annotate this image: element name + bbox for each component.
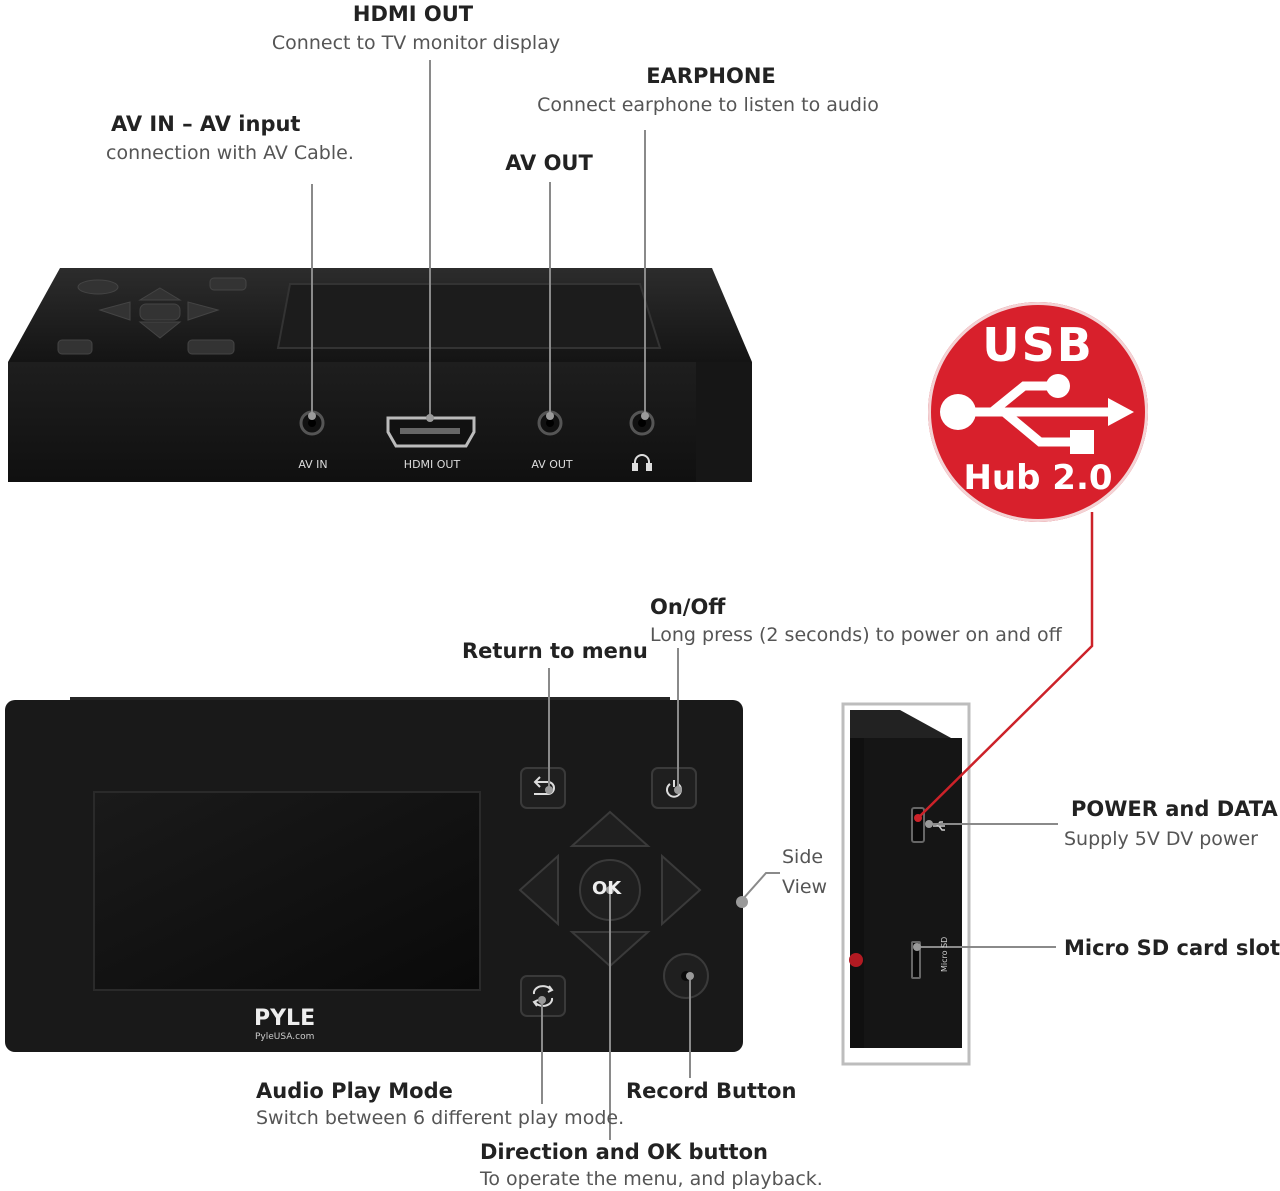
callout-dots [308,412,933,1004]
av-out-title: AV OUT [505,151,593,175]
micro-sd-title: Micro SD card slot [1064,936,1280,960]
usb-port [911,807,925,843]
brand-url: PyleUSA.com [255,1032,315,1042]
dpad-right-button[interactable] [661,853,702,927]
earphone-desc: Connect earphone to listen to audio [537,94,879,116]
hdmi-out-desc: Connect to TV monitor display [271,32,561,54]
power-icon [666,780,682,798]
av-in-title: AV IN – AV input [111,112,301,136]
power-button[interactable] [651,767,697,809]
hdmi-out-title: HDMI OUT [352,2,474,26]
dpad-up-button[interactable] [569,810,651,847]
usb-badge-top-text: USB [982,318,1094,372]
usb-callout-line [917,512,1094,819]
side-view-label-line2: View [782,876,828,898]
av-in-port [299,410,325,436]
direction-ok-desc: To operate the menu, and playback. [480,1168,823,1190]
power-data-desc: Supply 5V DV power [1064,828,1258,850]
on-off-desc: Long press (2 seconds) to power on and o… [650,624,1062,646]
usb-hub-badge: USB Hub 2.0 [928,302,1148,522]
dpad-left-button[interactable] [518,853,559,927]
bottom-device-top-ports [119,707,447,723]
audio-play-mode-title: Audio Play Mode [256,1079,453,1103]
ok-button-label: OK [592,878,622,899]
direction-ok-title: Direction and OK button [480,1140,768,1164]
earphone-title: EARPHONE [646,64,776,88]
side-view-label-line1: Side [782,846,824,868]
return-to-menu-title: Return to menu [462,639,648,663]
hdmi-out-port [386,416,476,448]
on-off-title: On/Off [650,595,726,619]
earphone-port [629,410,655,436]
headphone-icon [632,454,652,471]
return-icon [533,776,555,795]
micro-sd-print-label: Micro SD [940,936,949,972]
record-button[interactable] [663,953,709,999]
record-button-title: Record Button [626,1079,797,1103]
power-data-title: POWER and DATA [1071,797,1278,821]
av-out-port-label: AV OUT [531,458,573,471]
top-device-buttons [57,277,247,355]
hdmi-out-port-label: HDMI OUT [403,458,461,471]
bottom-device-body [5,700,743,1052]
side-view-frame [841,702,971,1066]
dpad-down-button[interactable] [569,931,651,968]
top-device-screen [276,283,662,349]
audio-play-mode-desc: Switch between 6 different play mode. [256,1107,625,1129]
usb-icon [933,821,945,831]
micro-sd-slot [911,941,921,979]
av-in-desc: connection with AV Cable. [106,142,354,164]
av-out-port [537,410,563,436]
return-button[interactable] [520,767,566,809]
brand-logo: PYLE [254,1006,316,1031]
av-in-port-label: AV IN [298,458,328,471]
audio-play-button[interactable] [520,975,566,1017]
repeat-icon [532,985,554,1007]
bottom-device-screen [93,791,481,991]
usb-badge-bottom-text: Hub 2.0 [963,458,1113,498]
